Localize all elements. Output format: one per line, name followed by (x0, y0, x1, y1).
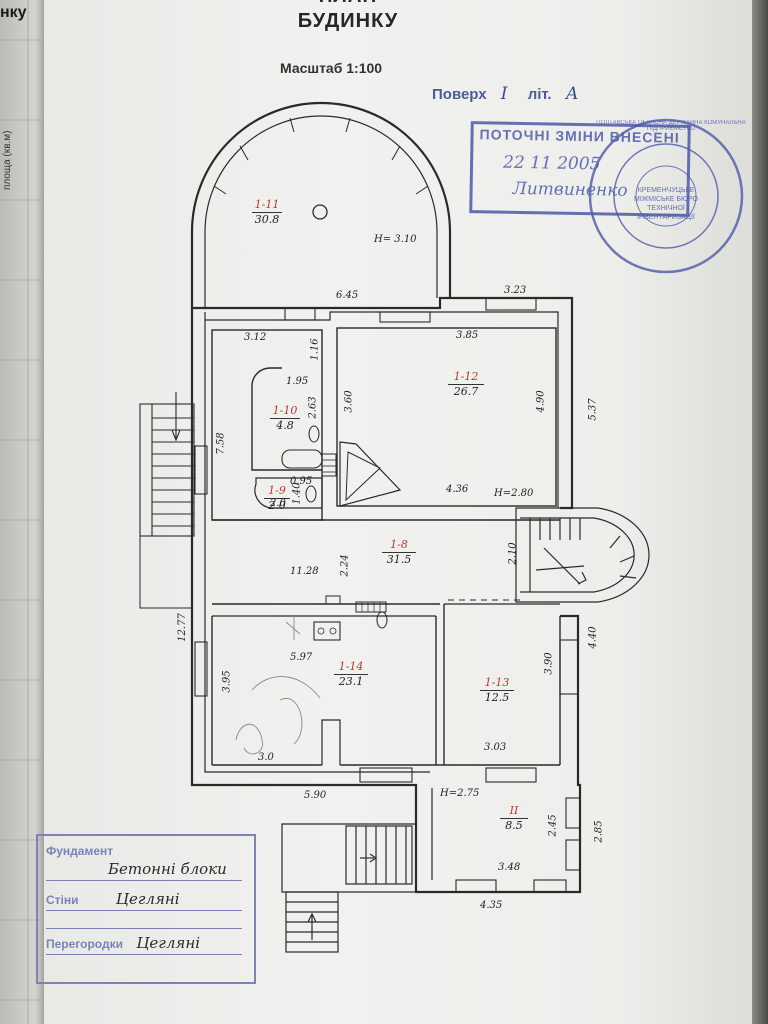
dim-3-48: 3.48 (498, 862, 521, 873)
annex-and-stairs (281, 788, 433, 953)
round-stamp-ring-text: ПОЛТАВСЬКА ОБЛАСНА ДЕРЖАВНА КОМУНАЛЬНА П… (596, 120, 746, 132)
dim-0-95: 0.95 (290, 476, 313, 487)
round-stamp (588, 118, 744, 274)
legend-partitions-label: Перегородки (46, 937, 123, 951)
legend-foundation: Фундамент (46, 844, 113, 858)
plan-title-line-2: БУДИНКУ (297, 10, 399, 32)
dim-3-12: 3.12 (244, 332, 267, 343)
legend-foundation-value-row: Бетонні блоки (98, 860, 227, 878)
changes-stamp-date: 22 11 2005 (502, 152, 601, 175)
left-page-ruling (0, 0, 44, 1024)
dim-2-85: 2.85 (593, 820, 605, 843)
dim-6-45: 6.45 (336, 290, 359, 301)
round-stamp-center-text: КРЕМЕНЧУЦЬКЕ МІЖМІСЬКЕ БЮРО ТЕХНІЧНОЇ ІН… (634, 187, 698, 221)
dim-4-35: 4.35 (480, 900, 503, 911)
dim-5-37: 5.37 (587, 398, 599, 421)
legend-walls-label: Стіни (46, 893, 79, 907)
windows (194, 297, 581, 893)
dim-3-90: 3.90 (543, 652, 555, 675)
dim-3-60: 3.60 (343, 390, 355, 413)
dim-2-24: 2.24 (339, 554, 351, 577)
entrance-stairs-left (139, 392, 195, 609)
dim-3-85: 3.85 (456, 330, 479, 341)
dim-4-90: 4.90 (535, 390, 547, 413)
dim-2-10: 2.10 (507, 542, 519, 565)
height-label-3: H=2.75 (440, 788, 480, 799)
dim-1-16: 1.16 (309, 338, 321, 361)
plan-title-line-1: ПЛАН (248, 0, 448, 8)
legend-walls: Стіни Цегляні (46, 890, 180, 908)
dim-4-36: 4.36 (446, 484, 469, 495)
height-label-2: H=2.80 (494, 488, 534, 499)
legend-walls-value: Цегляні (115, 890, 180, 908)
letter-label-text: літ. (527, 86, 552, 103)
dim-2-45: 2.45 (547, 814, 559, 837)
legend-partitions: Перегородки Цегляні (46, 934, 200, 952)
changes-stamp-signature: Литвиненко (512, 178, 628, 201)
dim-5-90: 5.90 (304, 790, 327, 801)
changes-stamp-title: ПОТОЧНІ ЗМІНИ ВНЕСЕНІ (479, 126, 680, 146)
interior-walls (211, 327, 561, 766)
bathroom-fixtures (251, 367, 337, 509)
kitchen-fixtures (313, 595, 388, 641)
dim-7-58: 7.58 (215, 432, 227, 455)
floor-label-text: Поверх (432, 86, 487, 103)
legend-foundation-label: Фундамент (46, 844, 114, 858)
dim-12-77: 12.77 (176, 613, 188, 642)
dim-1-40: 1.40 (291, 482, 303, 505)
plan-sheet (44, 0, 756, 1024)
legend-foundation-value: Бетонні блоки (108, 860, 227, 878)
left-page-text: нку (0, 4, 27, 21)
semicircle-room-walls (190, 101, 452, 308)
construction-legend: Фундамент Бетонні блоки Стіни Цегляні Пе… (36, 834, 256, 984)
changes-stamp: ПОТОЧНІ ЗМІНИ ВНЕСЕНІ 22 11 2005 Литвине… (469, 121, 691, 217)
dim-2-0: 2.0 (270, 498, 286, 509)
dim-3-0: 3.0 (258, 752, 274, 763)
dim-1-95: 1.95 (286, 376, 309, 387)
fireplace (339, 441, 402, 507)
spiral-staircase-right (515, 507, 650, 603)
letter-value: А (565, 84, 579, 104)
legend-partitions-value: Цегляні (136, 934, 201, 952)
main-house-outer-walls (190, 296, 582, 894)
floor-label: Поверх I літ. А (432, 84, 579, 104)
dim-3-03: 3.03 (484, 742, 507, 753)
dim-4-40: 4.40 (587, 626, 599, 649)
dim-3-23: 3.23 (504, 285, 527, 296)
dim-3-95: 3.95 (221, 670, 233, 693)
height-label-1: H= 3.10 (374, 234, 417, 245)
dim-2-63: 2.63 (307, 396, 319, 419)
pencil-scribbles (235, 616, 321, 755)
floor-value: I (500, 84, 508, 104)
plan-scale: Масштаб 1:100 (280, 60, 383, 76)
sheet-shadow-edge (752, 0, 768, 1024)
dim-11-28: 11.28 (290, 566, 319, 577)
dim-5-97: 5.97 (290, 652, 313, 663)
